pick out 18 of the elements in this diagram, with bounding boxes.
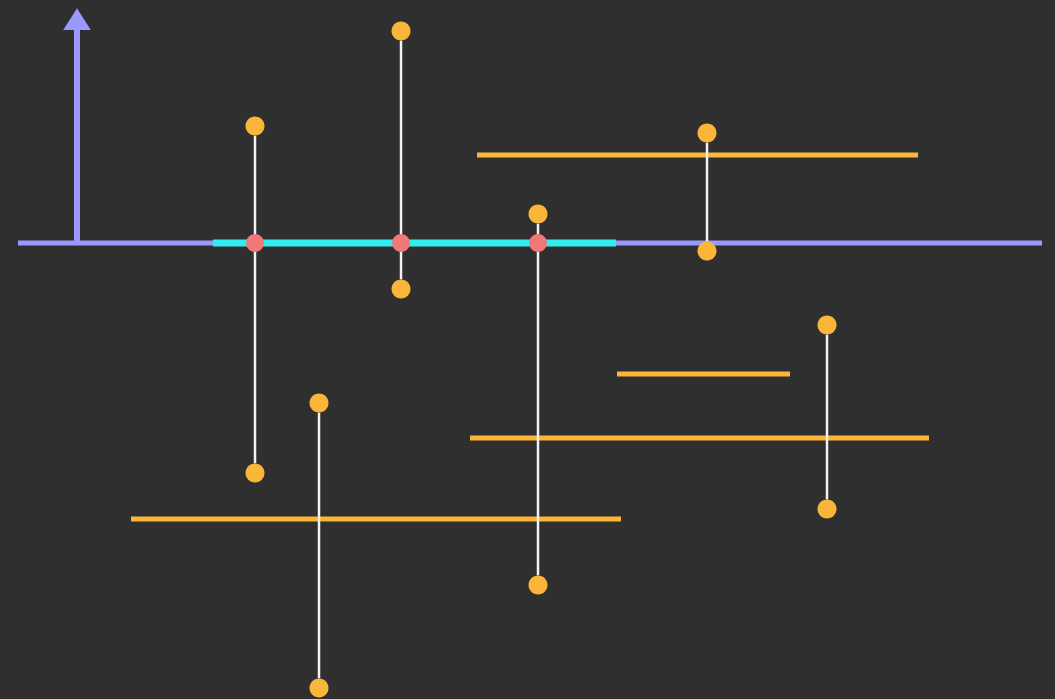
endpoint-dot (245, 116, 265, 136)
endpoint-dot (817, 315, 837, 335)
vertical-segment (825, 334, 829, 500)
endpoint-dot (245, 463, 265, 483)
vertical-segment (399, 40, 403, 280)
vertical-segment (705, 142, 709, 242)
vertical-segment (536, 223, 540, 576)
endpoint-dot (697, 123, 717, 143)
endpoint-dot (391, 21, 411, 41)
endpoint-dot (528, 575, 548, 595)
endpoint-dot (697, 241, 717, 261)
vertical-segment (317, 412, 321, 679)
endpoint-dot (309, 393, 329, 413)
vertical-segment (253, 135, 257, 464)
endpoint-dot (817, 499, 837, 519)
endpoint-dot (309, 678, 329, 698)
endpoint-dot (528, 204, 548, 224)
endpoint-dot (391, 279, 411, 299)
